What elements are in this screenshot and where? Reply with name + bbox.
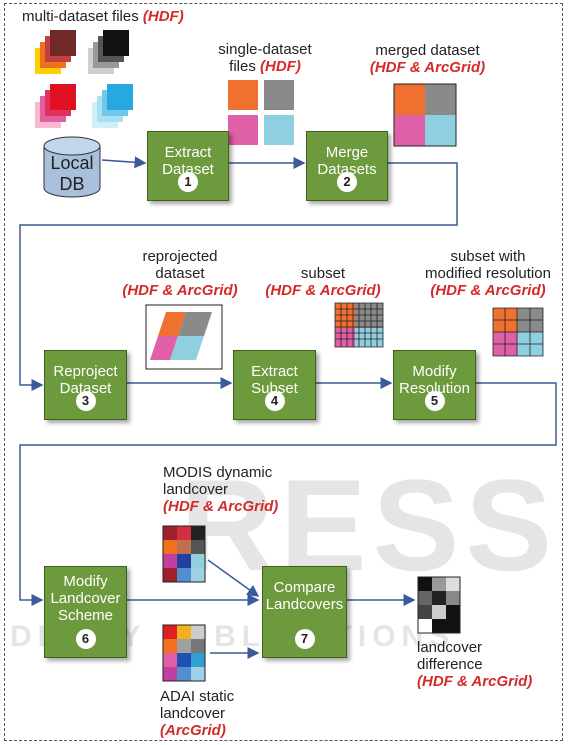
step-number-badge: 7	[294, 629, 315, 649]
subset-resolution-label: subset with modified resolution (HDF & A…	[425, 248, 551, 299]
local-db-cylinder	[43, 136, 101, 198]
reprojected-label: reprojected dataset (HDF & ArcGrid)	[122, 248, 238, 299]
single-dataset-tiles	[228, 80, 294, 145]
reprojected-dataset-icon	[145, 304, 223, 370]
step-number-badge: 1	[178, 172, 198, 192]
single-files-label: single-dataset files (HDF)	[218, 41, 312, 75]
multi-dataset-stack-blue	[92, 84, 133, 128]
multi-dataset-stack-black	[88, 30, 129, 74]
modis-landcover-icon	[162, 525, 206, 583]
step-number-badge: 6	[75, 629, 96, 649]
watermark-big: RESS	[180, 452, 559, 598]
landcover-difference-icon	[417, 576, 461, 634]
merged-dataset-icon	[393, 83, 457, 147]
multi-files-label: multi-dataset files (HDF)	[22, 8, 184, 25]
step-number-badge: 4	[264, 391, 285, 411]
step-number-badge: 3	[75, 391, 96, 411]
flow-arrows	[19, 156, 557, 659]
local-db-label: Local DB	[50, 153, 94, 194]
landcover-difference-label: landcover difference (HDF & ArcGrid)	[417, 639, 533, 690]
adai-landcover-icon	[162, 624, 206, 682]
multi-dataset-stack-brown	[35, 30, 76, 74]
subset-grid-icon	[334, 302, 384, 348]
adai-landcover-label: ADAI static landcover (ArcGrid)	[160, 688, 235, 739]
step-number-badge: 5	[424, 391, 445, 411]
merged-dataset-label: merged dataset (HDF & ArcGrid)	[369, 42, 486, 76]
step-number-badge: 2	[337, 172, 357, 192]
subset-resolution-icon	[492, 307, 544, 357]
subset-label: subset (HDF & ArcGrid)	[265, 265, 381, 299]
modis-landcover-label: MODIS dynamic landcover (HDF & ArcGrid)	[163, 464, 279, 515]
multi-dataset-stack-red	[35, 84, 76, 128]
diagram-frame	[4, 3, 563, 741]
